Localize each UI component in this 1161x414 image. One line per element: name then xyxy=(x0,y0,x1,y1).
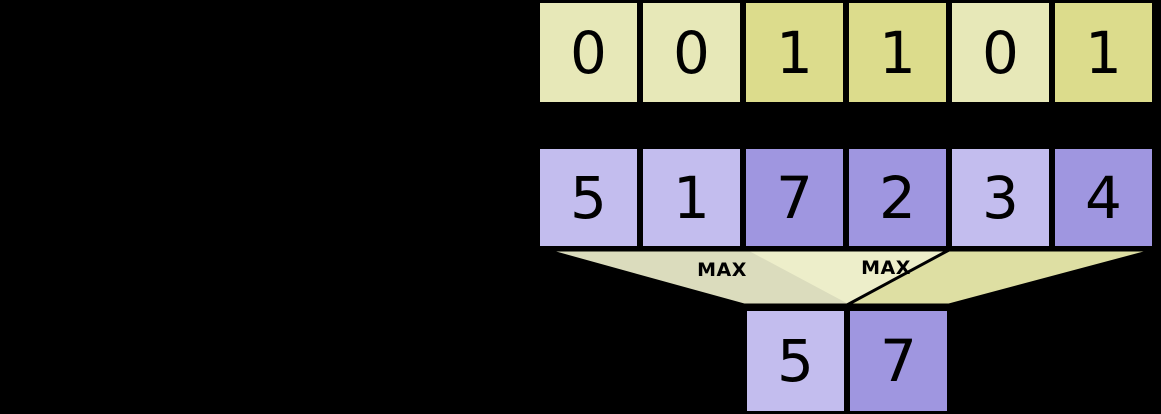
value-cell-5: 4 xyxy=(1052,146,1155,249)
value-cell-3: 2 xyxy=(846,146,949,249)
mask-cell-0: 0 xyxy=(537,0,640,105)
binary-mask-row: 0 0 1 1 0 1 xyxy=(537,0,1155,105)
mask-cell-3: 1 xyxy=(846,0,949,105)
pooled-output-row: 5 7 xyxy=(744,308,950,414)
mask-cell-4: 0 xyxy=(949,0,1052,105)
value-cell-1: 1 xyxy=(640,146,743,249)
funnel-shape-right xyxy=(743,248,1156,307)
mask-cell-1: 0 xyxy=(640,0,743,105)
value-cell-0: 5 xyxy=(537,146,640,249)
input-values-row: 5 1 7 2 3 4 xyxy=(537,146,1155,249)
mask-cell-5: 1 xyxy=(1052,0,1155,105)
output-cell-0: 5 xyxy=(744,308,847,414)
mask-cell-2: 1 xyxy=(743,0,846,105)
value-cell-4: 3 xyxy=(949,146,1052,249)
value-cell-2: 7 xyxy=(743,146,846,249)
max-operation-left-label: MAX xyxy=(697,259,747,281)
output-cell-1: 7 xyxy=(847,308,950,414)
max-operation-right-label: MAX xyxy=(861,257,911,279)
